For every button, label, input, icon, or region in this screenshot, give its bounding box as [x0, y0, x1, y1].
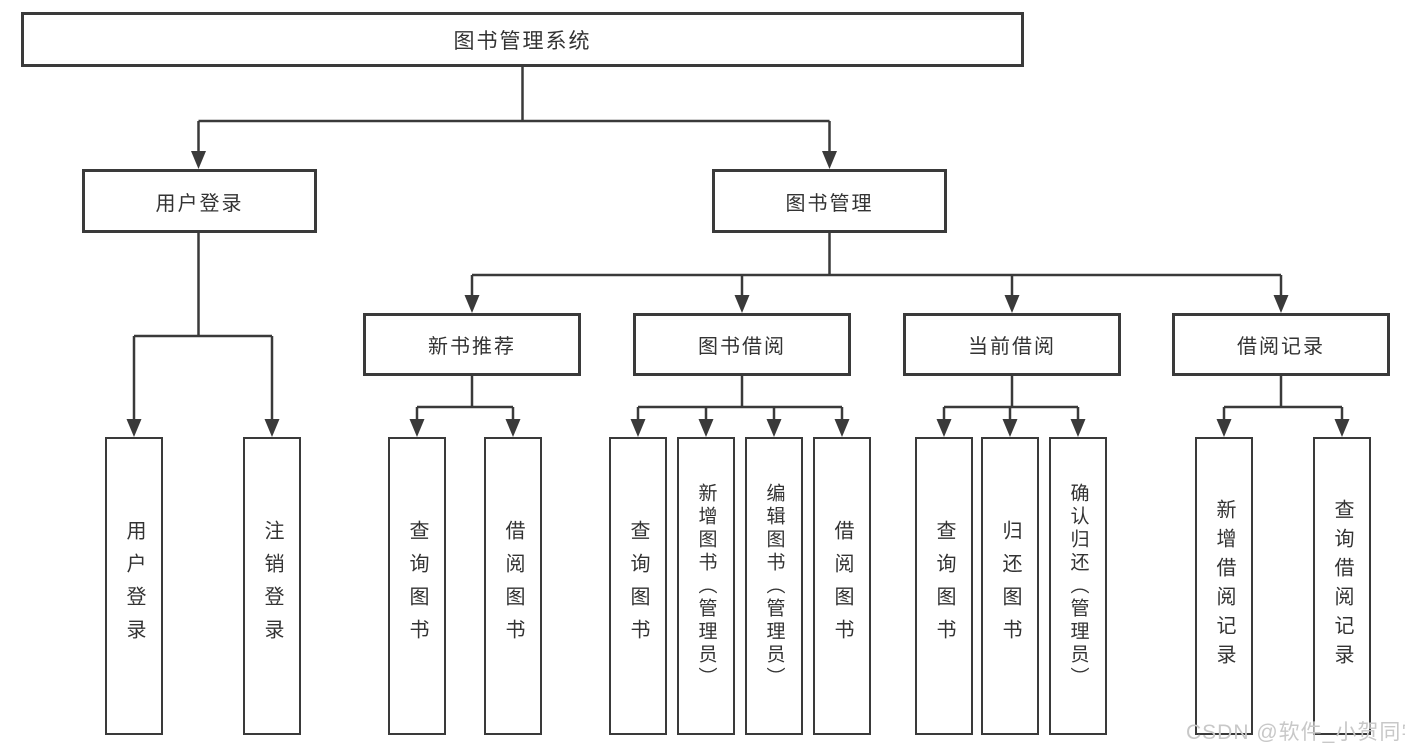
node-book-management: 图书管理 — [712, 169, 947, 233]
node-label: 当前借阅 — [968, 336, 1056, 358]
leaf-add-borrow-record: 新增借阅记录 — [1195, 437, 1253, 735]
leaf-query-books-recommend: 查询图书 — [388, 437, 446, 735]
leaf-borrow-books: 借阅图书 — [813, 437, 871, 735]
node-label: 图书借阅 — [698, 336, 786, 358]
node-borrowing-records: 借阅记录 — [1172, 313, 1390, 376]
leaf-user-login: 用户登录 — [105, 437, 163, 735]
leaf-confirm-return-admin: 确认归还（管理员） — [1049, 437, 1107, 735]
node-label: 借阅记录 — [1237, 336, 1325, 358]
node-label: 用户登录 — [155, 192, 244, 215]
leaf-label: 新增借阅记录 — [1213, 499, 1235, 673]
leaf-label: 借阅图书 — [502, 520, 524, 652]
leaf-label: 注销登录 — [261, 520, 283, 652]
leaf-label: 借阅图书 — [831, 520, 853, 652]
node-label: 新书推荐 — [428, 336, 516, 358]
node-book-borrowing: 图书借阅 — [633, 313, 851, 376]
node-current-borrowing: 当前借阅 — [903, 313, 1121, 376]
leaf-label: 查询图书 — [933, 520, 955, 652]
node-user-login: 用户登录 — [82, 169, 317, 233]
node-label: 图书管理 — [785, 192, 874, 215]
leaf-add-books-admin: 新增图书（管理员） — [677, 437, 735, 735]
leaf-edit-books-admin: 编辑图书（管理员） — [745, 437, 803, 735]
leaf-label: 归还图书 — [999, 520, 1021, 652]
leaf-borrow-books-recommend: 借阅图书 — [484, 437, 542, 735]
node-label: 图书管理系统 — [453, 29, 592, 53]
leaf-label: 编辑图书（管理员） — [763, 482, 785, 690]
leaf-label: 查询图书 — [406, 520, 428, 652]
leaf-query-books-borrowing: 查询图书 — [609, 437, 667, 735]
leaf-label: 新增图书（管理员） — [695, 482, 717, 690]
leaf-query-books-current: 查询图书 — [915, 437, 973, 735]
leaf-label: 查询图书 — [627, 520, 649, 652]
leaf-label: 确认归还（管理员） — [1067, 482, 1089, 690]
tree-edges — [132, 67, 1344, 428]
csdn-watermark: CSDN @软件_小贺同学 — [1186, 721, 1405, 744]
leaf-query-borrow-record: 查询借阅记录 — [1313, 437, 1371, 735]
node-library-management-system: 图书管理系统 — [21, 12, 1024, 67]
leaf-return-books: 归还图书 — [981, 437, 1039, 735]
leaf-label: 用户登录 — [123, 520, 145, 652]
leaf-label: 查询借阅记录 — [1331, 499, 1353, 673]
leaf-logout: 注销登录 — [243, 437, 301, 735]
node-new-book-recommendation: 新书推荐 — [363, 313, 581, 376]
arrowheads — [126, 151, 1350, 437]
